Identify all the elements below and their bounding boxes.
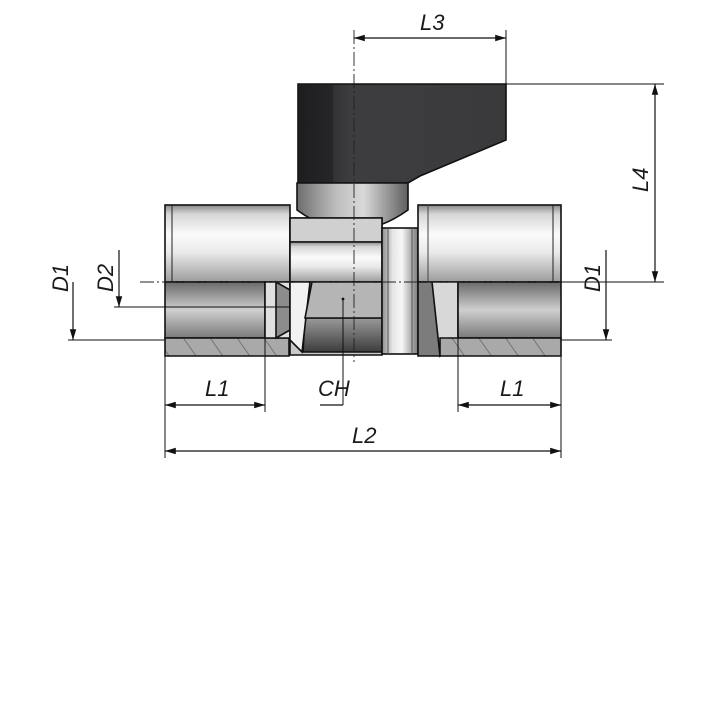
dimension-D1-right: D1 <box>561 250 612 341</box>
label-D2: D2 <box>93 264 118 292</box>
dimension-L2: L2 <box>164 412 561 458</box>
left-female-end <box>164 204 291 357</box>
valve-body <box>289 217 419 356</box>
dimension-D1-left: D1 <box>48 264 165 341</box>
label-D1-left: D1 <box>48 264 73 292</box>
label-L2: L2 <box>352 423 376 448</box>
label-L3: L3 <box>420 10 445 35</box>
label-CH: CH <box>318 376 350 401</box>
dimension-L4: L4 <box>506 83 664 283</box>
right-female-end <box>417 204 562 358</box>
dimension-D2: D2 <box>93 250 290 308</box>
label-L1-left: L1 <box>205 376 229 401</box>
dimension-L1-right: L1 <box>457 338 562 458</box>
label-L1-right: L1 <box>500 376 524 401</box>
label-L4: L4 <box>628 168 653 192</box>
dimension-L1-left: L1 <box>164 282 266 412</box>
label-D1-right: D1 <box>580 264 605 292</box>
lever-handle <box>297 83 507 184</box>
dimension-CH: CH <box>318 299 350 406</box>
dimension-L3: L3 <box>354 10 507 84</box>
